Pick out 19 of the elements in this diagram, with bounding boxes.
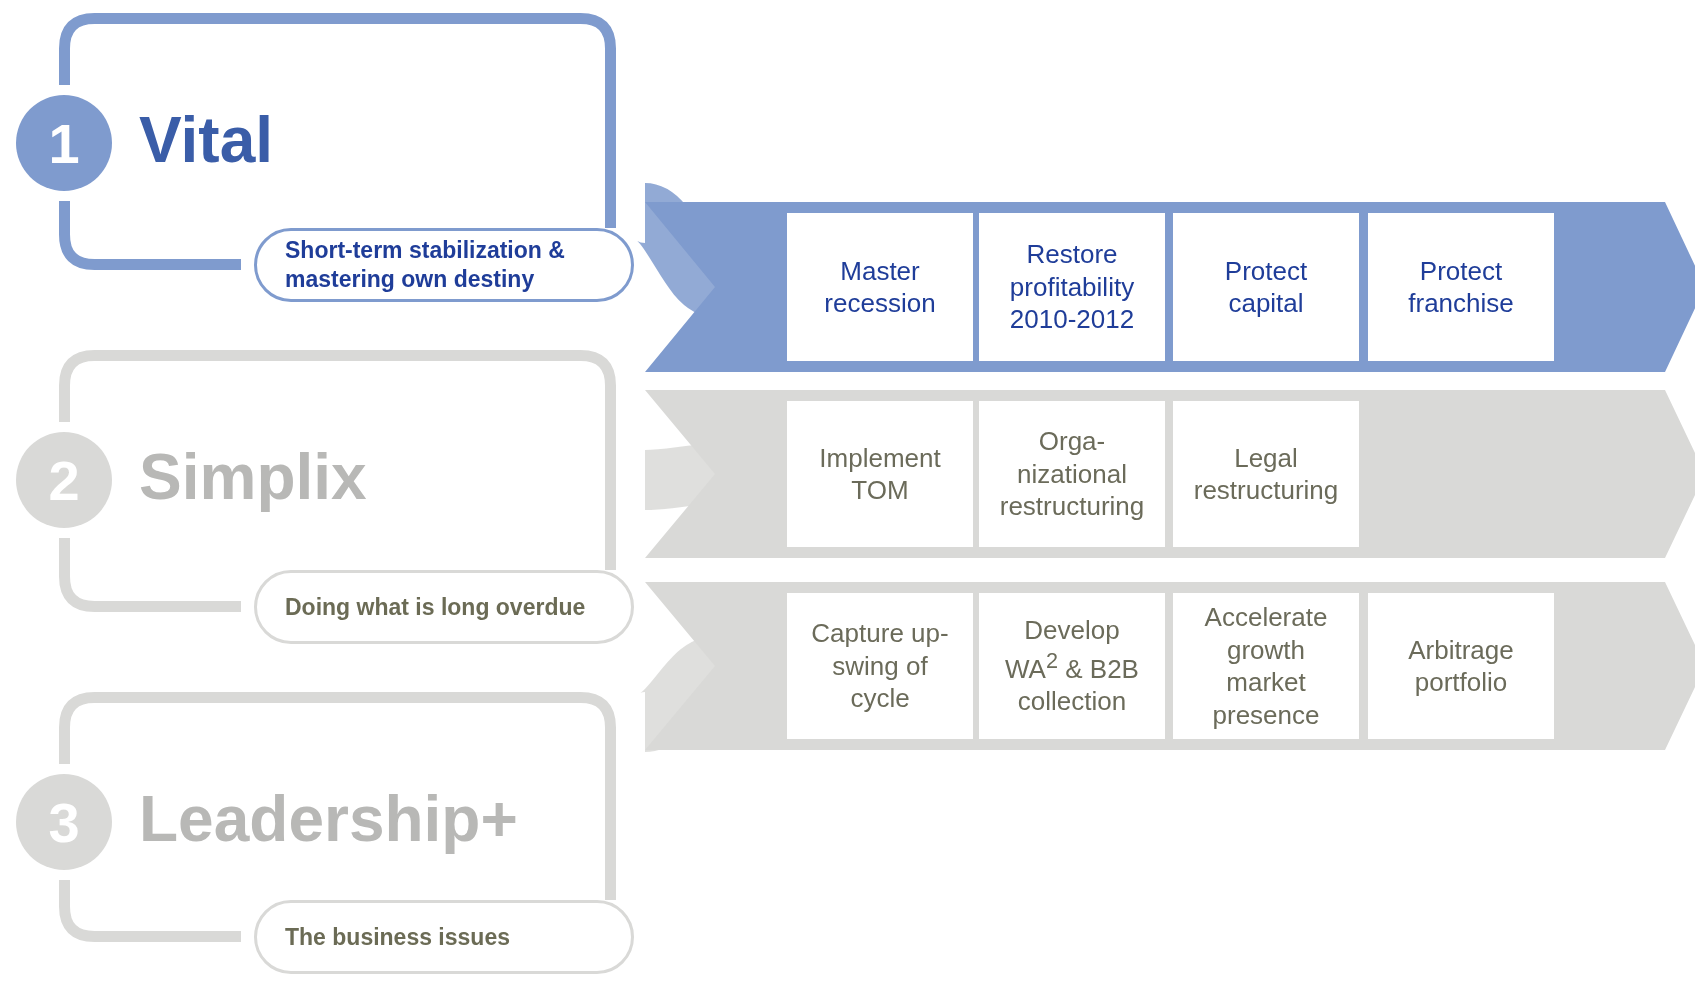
initiative-card: Master recession [787,213,973,361]
subtitle-pill: Short-term stabilization & mastering own destiny [254,228,634,302]
initiative-card: Protect franchise [1368,213,1554,361]
program-title: Simplix [139,440,367,514]
program-title: Leadership+ [139,782,518,856]
subtitle-pill: Doing what is long overdue [254,570,634,644]
initiative-card: Orga-nizational restructuring [979,401,1165,547]
initiative-card: Accelerate growth market presence [1173,593,1359,739]
funnel-connector [644,444,716,510]
initiative-card: Protect capital [1173,213,1359,361]
initiative-card: Legal restructuring [1173,401,1359,547]
initiative-card: Restore profitability 2010-2012 [979,213,1165,361]
initiative-card: Implement TOM [787,401,973,547]
number-circle: 1 [16,95,112,191]
program-title: Vital [139,103,273,177]
initiative-card: Arbitrage portfolio [1368,593,1554,739]
initiative-card: Capture up-swing of cycle [787,593,973,739]
initiative-card: Develop WA$^{2}$ & B2B collection [979,593,1165,739]
subtitle-pill: The business issues [254,900,634,974]
